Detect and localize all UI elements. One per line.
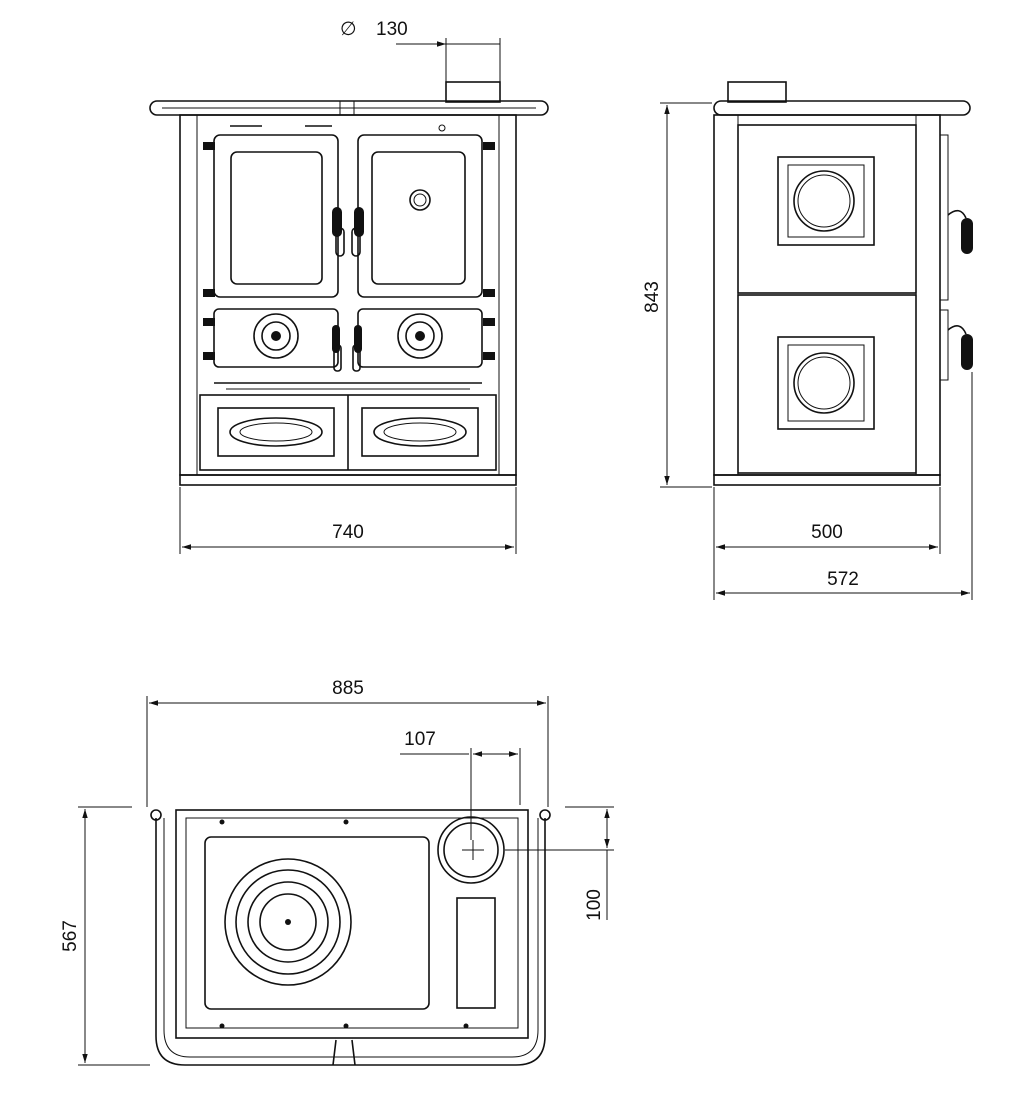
drawer-panel-right [361,407,479,457]
side-handle-icon [961,218,973,254]
side-tile-lower [737,294,917,474]
base-plinth [179,474,517,486]
drawer-panel-left [217,407,335,457]
dimension-top-width: 885 [146,678,549,807]
flue-offset-y-label: 100 [584,889,605,921]
hob-plate [175,809,529,1039]
air-regulator-icon [253,313,299,359]
dimension-total-depth: 572 [716,372,973,600]
side-handle-icon [961,334,973,370]
oven-door-left [213,134,339,298]
flue-diameter-label: 130 [376,19,408,40]
side-top-plate [713,100,971,116]
cat-tile-icon [793,352,855,414]
body-depth-label: 500 [811,522,843,543]
hotplate-ring-icon [224,858,352,986]
handle-icon [332,207,342,237]
oven-door-right [357,134,483,298]
total-depth-label: 572 [827,569,859,590]
towel-rail [155,818,546,1066]
oven-window-right [371,151,466,285]
dimension-flue-offset-y: 100 [505,806,614,921]
cooking-plate [204,836,430,1010]
cat-decoration-icon [373,417,467,447]
side-view [713,81,973,486]
flue-pipe [445,81,501,103]
cat-decoration-icon [229,417,323,447]
flue-offset-x-label: 107 [404,729,436,750]
front-view [149,81,549,486]
cat-tile-icon [793,170,855,232]
thermometer-icon [409,189,431,211]
top-depth-label: 567 [60,920,81,952]
dimension-top-depth: 567 [60,806,150,1066]
dimension-flue-diameter: ∅ 130 [340,19,501,82]
dimension-front-width: 740 [179,487,517,554]
dimension-body-depth: 500 [713,487,941,600]
handle-icon [354,207,364,237]
top-width-label: 885 [332,678,364,699]
side-tile-upper [737,124,917,294]
side-base [713,474,941,486]
front-width-label: 740 [332,522,364,543]
oven-window-left [230,151,323,285]
height-label: 843 [642,281,663,313]
reservoir-lid [456,897,496,1009]
diameter-symbol: ∅ [340,19,357,40]
dimension-height: 843 [642,102,712,488]
top-view [150,809,551,1066]
dimension-flue-offset-x: 107 [400,729,521,840]
air-regulator-icon [397,313,443,359]
